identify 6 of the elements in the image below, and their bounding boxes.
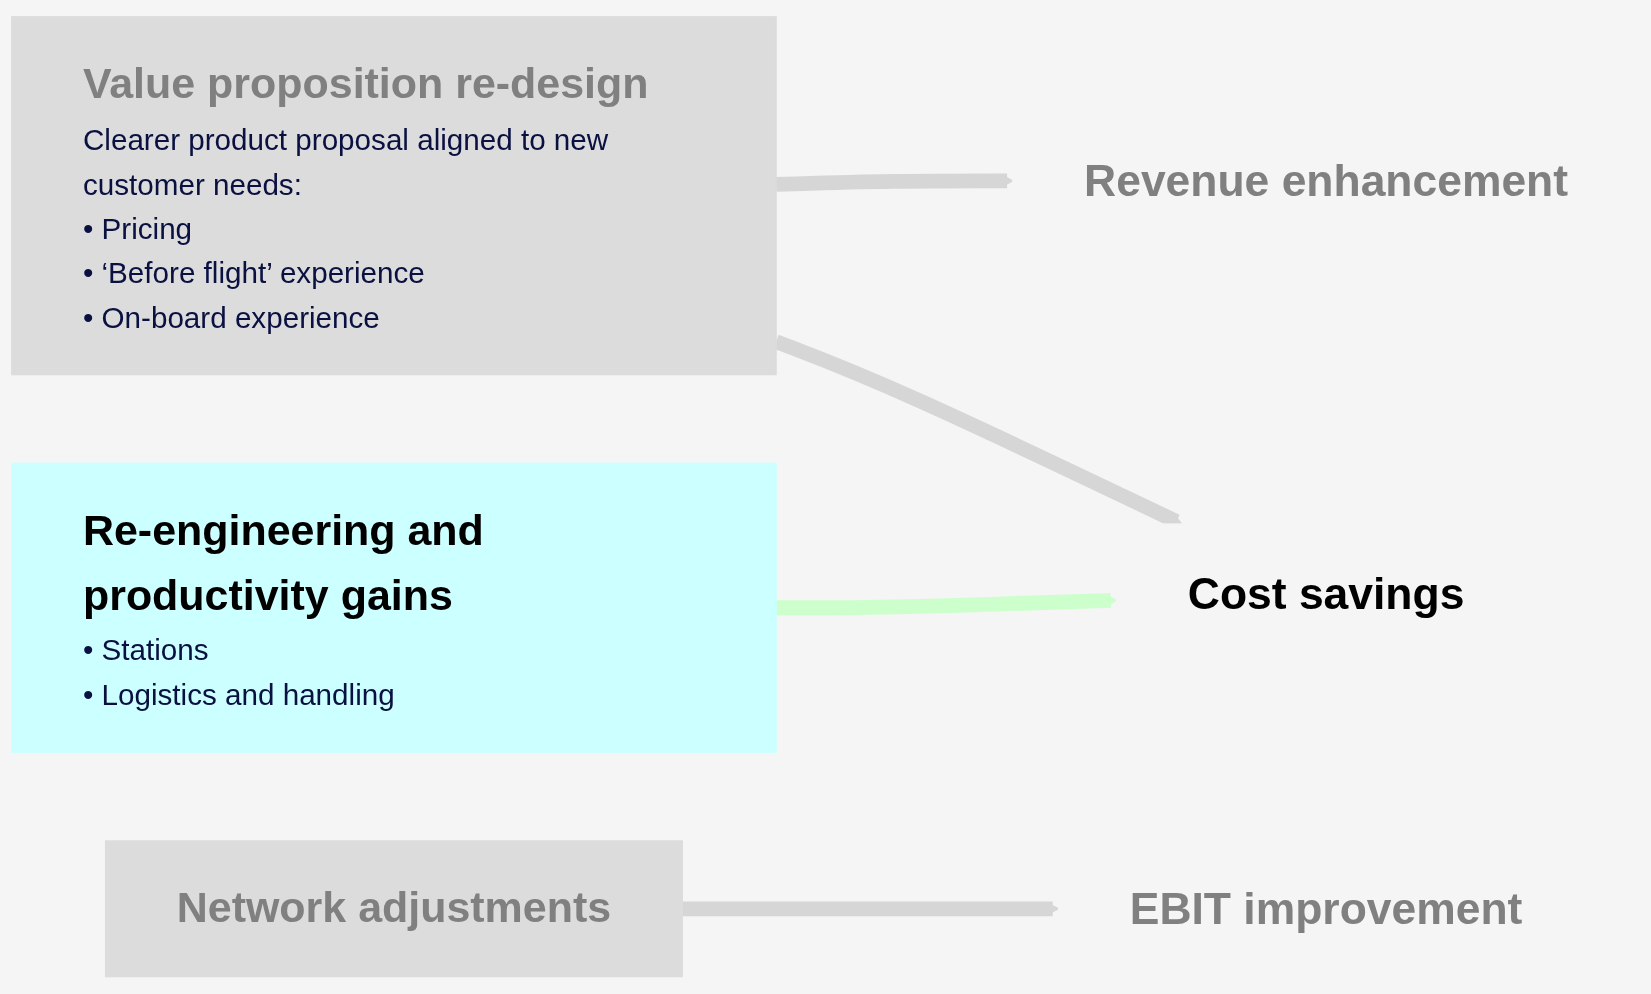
node-text: Cost savings <box>1187 568 1465 618</box>
node-text: Revenue enhancement <box>1084 156 1569 206</box>
node-box: Network adjustments <box>104 840 683 978</box>
node-text: EBIT improvement <box>1129 884 1523 933</box>
node-box: Value proposition re-design Clearer product proposal aligned to new customer needs: • Pricing • ‘Before flight’ experience • On-board experience <box>11 15 777 375</box>
node-box: Re-engineering and productivity gains • Stations • Logistics and handling <box>11 462 777 753</box>
